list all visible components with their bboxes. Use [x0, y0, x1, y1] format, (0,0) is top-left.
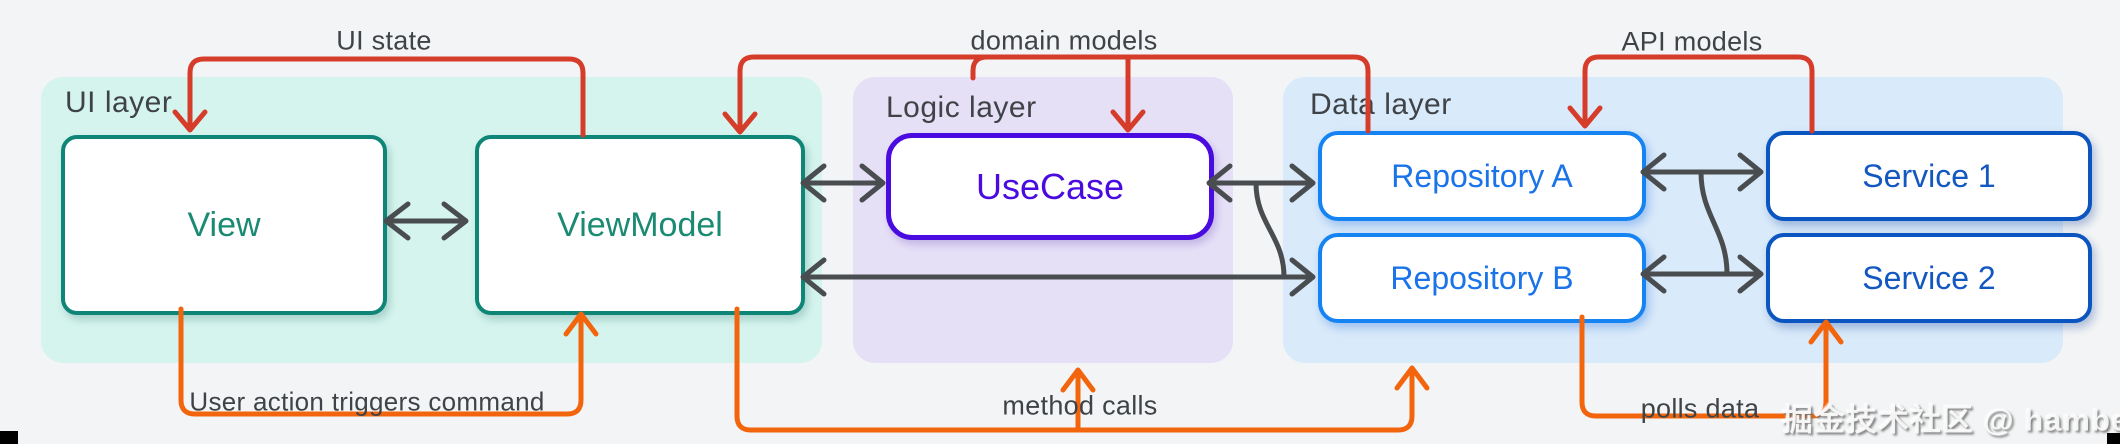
repository-b-box: Repository B	[1318, 233, 1646, 323]
service-2-label: Service 2	[1862, 259, 1996, 296]
arrow-domain-models-stub	[970, 54, 990, 81]
polls-data-label: polls data	[1640, 393, 1760, 424]
progress-bar-fragment-left	[0, 431, 18, 444]
user-action-label: User action triggers command	[189, 386, 545, 417]
repository-a-label: Repository A	[1391, 157, 1573, 194]
s-link-left	[1253, 180, 1287, 280]
logic-layer-label: Logic layer	[886, 91, 1037, 124]
repository-b-label: Repository B	[1390, 259, 1574, 296]
repository-a-box: Repository A	[1318, 131, 1646, 221]
viewmodel-box-label: ViewModel	[557, 205, 723, 244]
service-2-box: Service 2	[1766, 233, 2092, 323]
api-models-label: API models	[1621, 26, 1763, 57]
viewmodel-box: ViewModel	[475, 135, 805, 315]
ui-state-label: UI state	[336, 25, 432, 56]
data-layer-label: Data layer	[1310, 88, 1452, 121]
domain-models-label: domain models	[970, 25, 1158, 56]
service-1-label: Service 1	[1862, 157, 1996, 194]
service-1-box: Service 1	[1766, 131, 2092, 221]
ui-layer-label: UI layer	[65, 86, 173, 119]
view-box-label: View	[187, 205, 261, 244]
progress-bar-fragment-right	[2107, 433, 2120, 444]
watermark: 掘金技术社区 @ hamber	[1781, 402, 2120, 438]
method-calls-label: method calls	[1002, 390, 1158, 421]
usecase-box: UseCase	[886, 133, 1214, 240]
view-box: View	[61, 135, 387, 315]
usecase-box-label: UseCase	[975, 165, 1125, 207]
